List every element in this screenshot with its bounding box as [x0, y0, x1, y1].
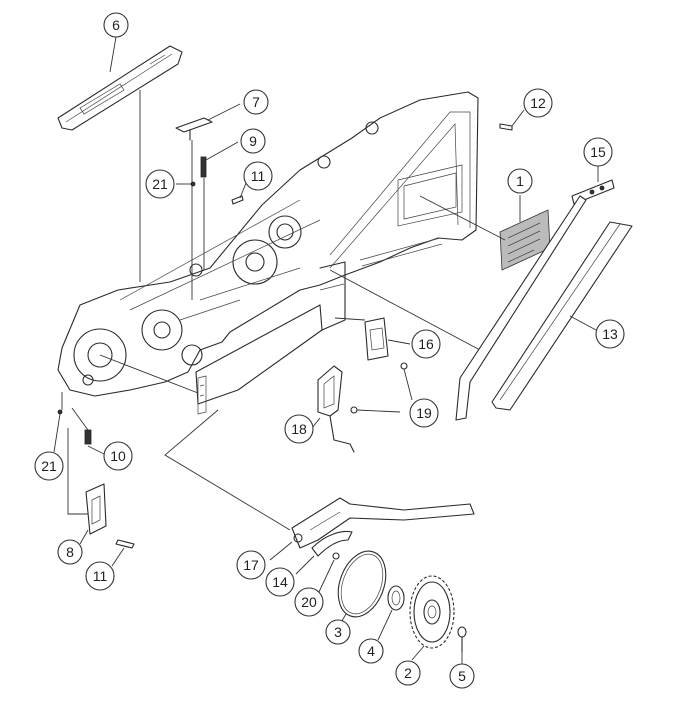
part-5-screw	[457, 626, 467, 653]
leader-21b	[53, 413, 61, 453]
leader-19a	[403, 368, 413, 401]
part-3-ring	[337, 550, 387, 618]
callout-1-label: 1	[516, 173, 524, 189]
leader-20	[317, 559, 335, 595]
leader-10-up	[71, 407, 89, 431]
callout-21-bottom-label: 21	[41, 458, 57, 474]
callout-14: 14	[265, 567, 295, 597]
callout-16-label: 17	[243, 557, 259, 573]
callout-4-label: 4	[367, 643, 375, 659]
leader-frame-to-13	[329, 269, 481, 351]
leader-18	[311, 417, 321, 429]
callout-10: 10	[103, 441, 133, 471]
leader-7	[207, 103, 241, 121]
callout-13-label: 13	[602, 326, 618, 342]
part-14-arc-piece	[311, 530, 353, 557]
callout-12: 12	[523, 88, 553, 118]
callout-10-label: 10	[110, 448, 126, 464]
callout-11-top: 11	[243, 161, 273, 191]
callout-17-label: 16	[418, 336, 434, 352]
part-2-sprocket	[409, 575, 455, 649]
leader-2	[411, 645, 425, 661]
callout-15-label: 15	[590, 144, 606, 160]
callout-20-label: 20	[301, 594, 317, 610]
frame-lower-block	[195, 261, 346, 415]
callout-21-top-label: 21	[152, 176, 168, 192]
callout-9-label: 9	[249, 133, 257, 149]
part-9-spring	[200, 156, 207, 178]
leader-16	[269, 541, 293, 561]
part-20-screw	[332, 552, 340, 560]
callout-16: 17	[236, 550, 266, 580]
callout-19-label: 19	[416, 405, 432, 421]
part-19-screws	[350, 362, 408, 414]
leader-11b	[111, 547, 125, 567]
callout-7: 7	[243, 89, 269, 115]
leader-9	[205, 141, 239, 161]
callout-1: 1	[507, 168, 533, 194]
callout-7-label: 7	[252, 94, 260, 110]
part-16-lever-arm	[291, 497, 475, 549]
part-12-pin	[499, 123, 513, 131]
part-6-top-cover	[57, 45, 183, 131]
leader-13	[569, 315, 597, 331]
leader-frame-to-1	[419, 195, 506, 241]
callout-17: 16	[411, 329, 441, 359]
leader-gear-to-block	[99, 354, 199, 394]
part-13-side-rail	[455, 195, 633, 421]
leader-4	[377, 609, 393, 641]
callout-21-top: 21	[145, 169, 175, 199]
leader-8-up	[67, 428, 88, 515]
leader-17	[387, 339, 411, 345]
leader-19b	[356, 409, 401, 413]
callout-3: 3	[325, 619, 351, 645]
leader-10	[87, 445, 105, 455]
callout-9: 9	[240, 128, 266, 154]
part-11-pin-bottom	[115, 539, 135, 549]
leader-14	[295, 555, 315, 575]
part-7-bracket	[175, 117, 213, 141]
callout-5: 5	[449, 663, 475, 689]
callout-2: 2	[395, 660, 421, 686]
callout-11-bottom: 11	[85, 561, 115, 591]
callout-3-label: 3	[334, 624, 342, 640]
callout-21-bottom: 21	[34, 451, 64, 481]
leader-8	[79, 529, 89, 545]
leader-12	[511, 109, 525, 127]
leader-frame-to-16	[164, 409, 291, 531]
callout-15: 15	[583, 137, 613, 167]
callout-20: 20	[294, 587, 324, 617]
callout-11-bottom-label: 11	[93, 568, 108, 584]
leader-frame-to-17	[334, 317, 366, 321]
part-17-bracket	[364, 317, 389, 361]
callout-6-label: 6	[112, 17, 120, 33]
callout-18: 18	[284, 414, 314, 444]
callout-19: 19	[409, 398, 439, 428]
callout-8-label: 8	[66, 544, 74, 560]
callout-8: 8	[57, 539, 83, 565]
leader-11a	[239, 182, 247, 199]
callout-12-label: 12	[530, 95, 546, 111]
callout-18-label: 18	[291, 421, 307, 437]
part-10-spring	[84, 429, 92, 445]
main-feeder-frame	[57, 91, 479, 397]
part-18-cover	[317, 365, 355, 453]
leader-6	[109, 36, 117, 73]
callout-2-label: 2	[404, 665, 412, 681]
part-21-pin-bottom	[57, 409, 63, 415]
part-11-pin-top	[231, 195, 244, 205]
part-8-latch	[85, 483, 107, 535]
callout-5-label: 5	[458, 668, 466, 684]
callout-14-label: 14	[272, 574, 288, 590]
callout-6: 6	[103, 12, 129, 38]
part-21-pin-top	[190, 181, 196, 187]
callout-11-top-label: 11	[251, 168, 266, 184]
part-4-bushing	[387, 585, 405, 611]
callout-13: 13	[595, 319, 625, 349]
callout-4: 4	[358, 638, 384, 664]
